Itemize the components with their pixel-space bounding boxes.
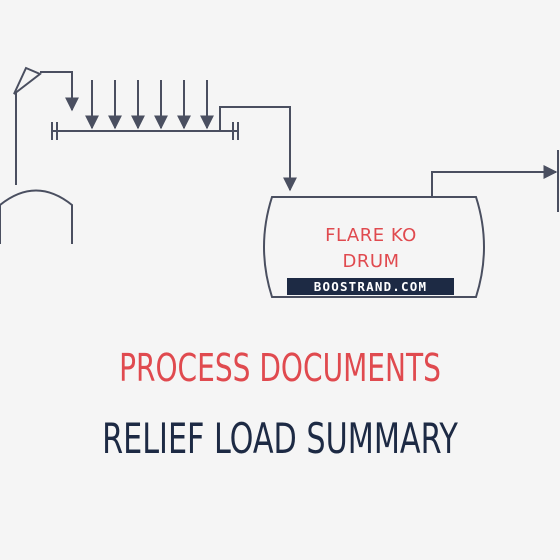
relief-inlet-arrows xyxy=(85,80,214,130)
brand-badge: BOOSTRAND.COM xyxy=(287,278,454,295)
drum-outlet-line xyxy=(431,165,558,197)
section-heading: PROCESS DOCUMENTS xyxy=(119,346,441,390)
flare-tip-icon xyxy=(13,66,42,95)
flare-header xyxy=(51,122,239,140)
page-title: RELIEF LOAD SUMMARY xyxy=(102,414,458,463)
header-to-drum-line xyxy=(219,106,297,192)
vessel-label-line1: FLARE KO xyxy=(325,225,417,246)
header-feed-line xyxy=(40,71,79,112)
storage-tank xyxy=(0,189,73,244)
ko-drum-vessel xyxy=(263,196,485,298)
vessel-label-line2: DRUM xyxy=(342,251,400,272)
